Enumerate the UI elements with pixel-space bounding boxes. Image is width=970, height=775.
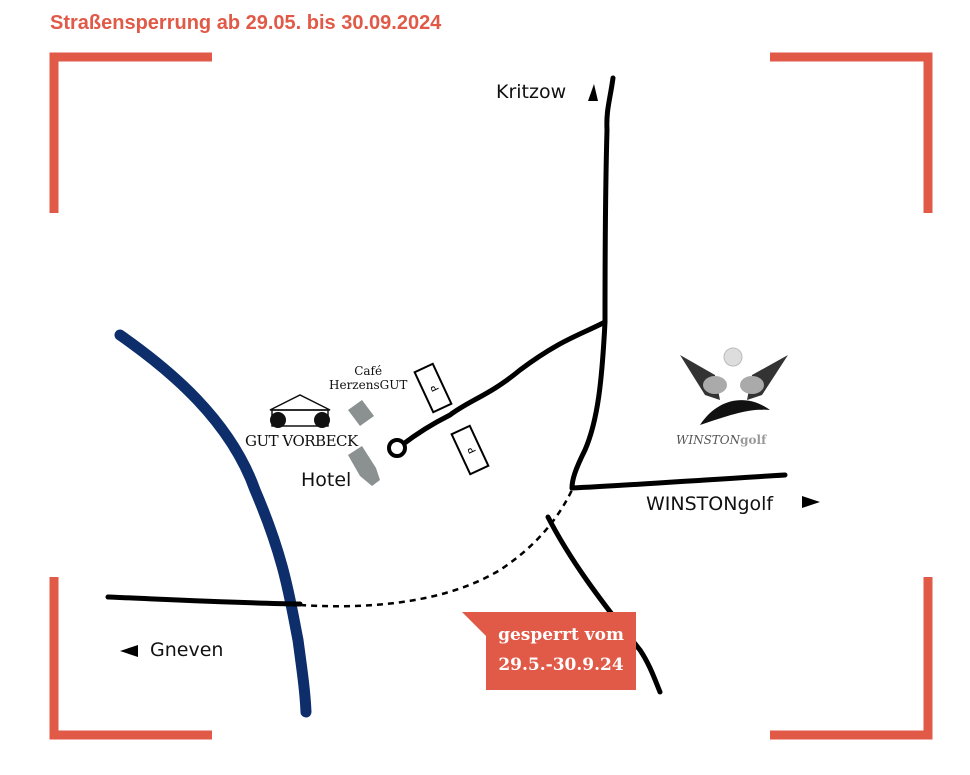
arrow-left-icon bbox=[120, 645, 138, 657]
road-winstongolf bbox=[569, 472, 788, 491]
page-title: Straßensperrung ab 29.05. bis 30.09.2024 bbox=[50, 12, 442, 34]
cafe-line2: HerzensGUT bbox=[329, 378, 408, 392]
closure-line1: gesperrt vom bbox=[498, 625, 624, 645]
label-winstongolf: WINSTONgolf bbox=[646, 493, 774, 515]
frame-bottom-right bbox=[770, 577, 933, 740]
frame-top-left bbox=[49, 52, 212, 213]
roads bbox=[105, 75, 788, 695]
arrow-up-icon bbox=[588, 84, 598, 101]
label-gneven: Gneven bbox=[150, 639, 224, 661]
building-hotel bbox=[348, 446, 380, 486]
building-cafe bbox=[348, 400, 374, 426]
closure-line2: 29.5.-30.9.24 bbox=[498, 655, 624, 675]
winstongolf-logo-text: WINSTONgolf bbox=[676, 433, 766, 447]
logo-text-a: WINSTON bbox=[676, 433, 741, 447]
river bbox=[114, 329, 312, 718]
road-kritzow bbox=[602, 75, 616, 325]
road-south bbox=[569, 319, 608, 491]
parking-icon: P bbox=[450, 424, 490, 476]
frame-bottom-left bbox=[49, 577, 212, 740]
closure-notice: gesperrt vom 29.5.-30.9.24 bbox=[486, 612, 636, 690]
parking-icons: P P bbox=[413, 362, 490, 476]
closure-pointer bbox=[462, 612, 486, 636]
label-hotel: Hotel bbox=[301, 469, 352, 491]
road-to-hotel bbox=[399, 319, 608, 448]
frame-corners bbox=[49, 52, 933, 740]
logo-text-b: golf bbox=[740, 433, 767, 447]
road-gneven bbox=[105, 594, 303, 607]
frame-top-right bbox=[770, 52, 933, 213]
gut-vorbeck-logo bbox=[269, 394, 331, 428]
arrow-right-icon bbox=[802, 496, 820, 508]
svg-text:P: P bbox=[466, 445, 479, 455]
parking-icon: P bbox=[413, 362, 453, 414]
svg-text:P: P bbox=[429, 383, 442, 393]
cafe-line1: Café bbox=[354, 364, 383, 378]
label-cafe: Café HerzensGUT bbox=[329, 364, 407, 392]
label-kritzow: Kritzow bbox=[496, 81, 567, 103]
label-gut-vorbeck: GUT VORBECK bbox=[245, 432, 358, 450]
destination-marker bbox=[387, 438, 407, 458]
winstongolf-logo bbox=[680, 347, 788, 425]
closed-road-dashed bbox=[299, 489, 574, 608]
